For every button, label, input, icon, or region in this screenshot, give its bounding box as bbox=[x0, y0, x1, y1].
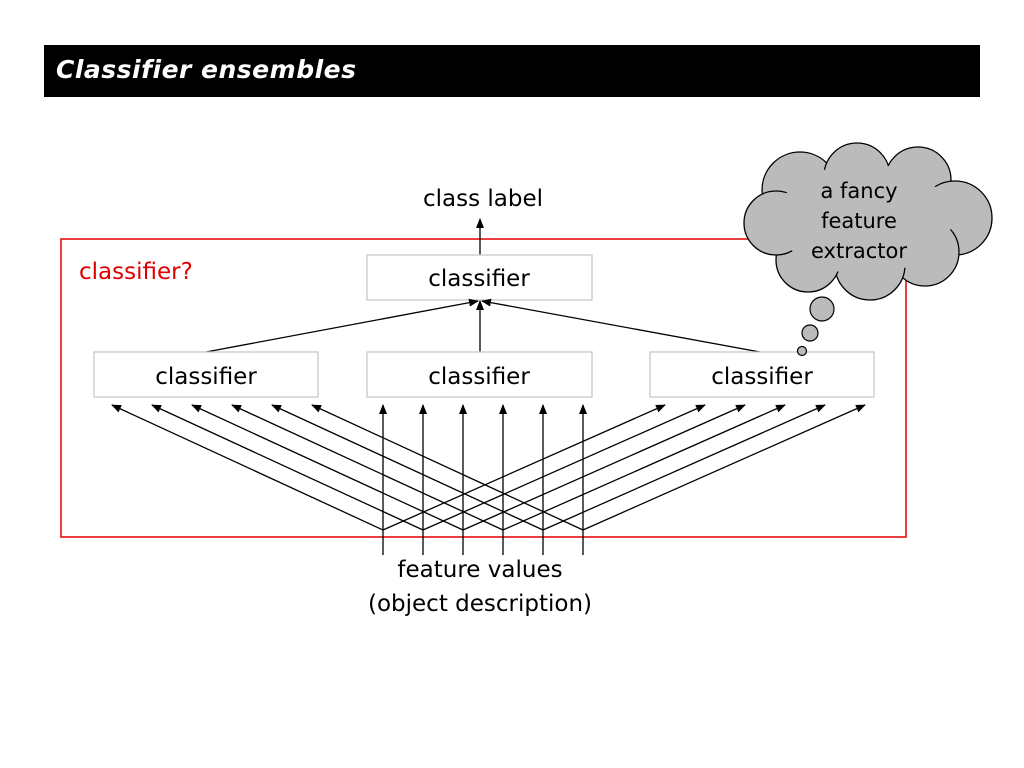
bubble-dot-medium bbox=[801, 324, 819, 342]
base-classifier-label-3: classifier bbox=[711, 364, 813, 390]
title-bar: Classifier ensembles bbox=[44, 45, 980, 97]
feature-arrow-to-classifier-1 bbox=[311, 404, 584, 531]
feature-arrow-to-classifier-3 bbox=[422, 404, 706, 531]
ensemble-frame bbox=[60, 238, 907, 538]
feature-values-label: feature values bbox=[397, 557, 562, 583]
feature-arrows bbox=[111, 404, 866, 555]
feature-arrow-to-classifier-3 bbox=[502, 404, 786, 531]
top-classifier-label: classifier bbox=[428, 266, 530, 292]
feature-arrow-to-classifier-1 bbox=[191, 404, 464, 531]
base-classifier-box-3: classifier bbox=[649, 351, 875, 398]
slide-title: Classifier ensembles bbox=[56, 55, 357, 84]
ensemble-label: classifier? bbox=[79, 259, 193, 285]
base-classifier-box-1: classifier bbox=[93, 351, 319, 398]
bubble-dot-small bbox=[796, 345, 808, 357]
object-description-label: (object description) bbox=[368, 591, 592, 617]
base-classifier-label-2: classifier bbox=[428, 364, 530, 390]
bubble-text-line1: a fancy bbox=[820, 179, 897, 203]
bubble-text-line3: extractor bbox=[811, 239, 907, 263]
feature-arrow-to-classifier-1 bbox=[151, 404, 424, 531]
bubble-text-line2: feature bbox=[821, 209, 897, 233]
thought-bubble: a fancy feature extractor bbox=[743, 142, 993, 357]
top-classifier-box: classifier bbox=[366, 254, 593, 301]
bubble-dot-large bbox=[809, 296, 835, 322]
feature-arrow-to-classifier-3 bbox=[582, 404, 866, 531]
feature-arrow-to-classifier-3 bbox=[382, 404, 666, 531]
feature-arrow-to-classifier-1 bbox=[231, 404, 504, 531]
base-classifier-label-1: classifier bbox=[155, 364, 257, 390]
base-classifier-box-2: classifier bbox=[366, 351, 593, 398]
combiner-arrows bbox=[205, 298, 761, 353]
class-label-text: class label bbox=[423, 186, 543, 212]
feature-arrow-to-classifier-1 bbox=[271, 404, 544, 531]
feature-arrow-to-classifier-1 bbox=[111, 404, 384, 531]
cloud-core bbox=[776, 164, 952, 274]
feature-arrow-to-classifier-3 bbox=[542, 404, 826, 531]
feature-arrow-to-classifier-3 bbox=[462, 404, 746, 531]
